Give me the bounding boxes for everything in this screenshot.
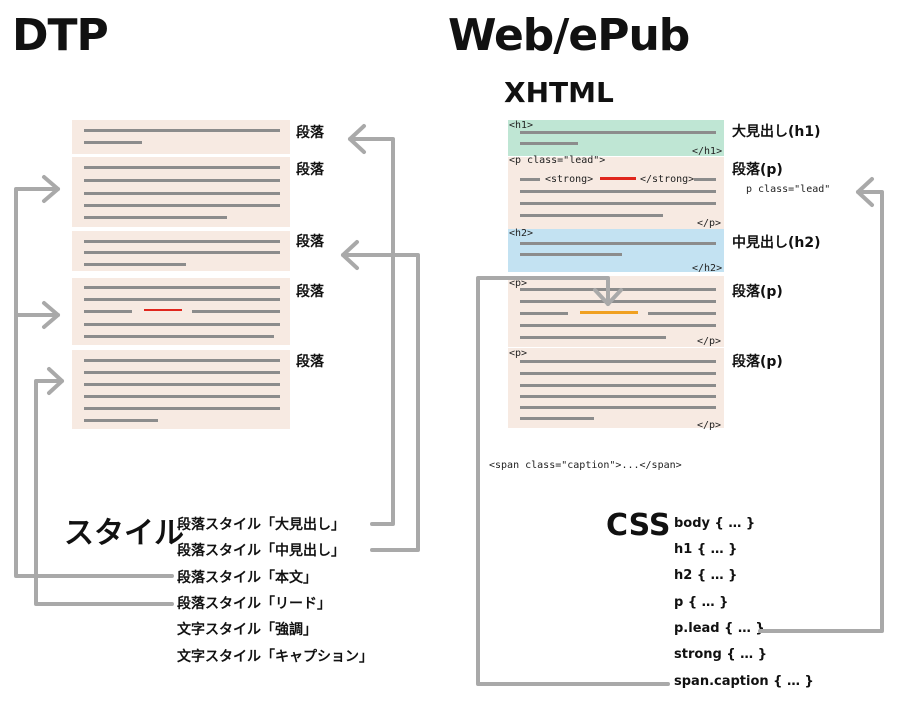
tag-h1-open: <h1>	[509, 120, 534, 131]
css-rule-strong: strong { … }	[674, 647, 767, 662]
style-item-caption: 文字スタイル「キャプション」	[177, 649, 373, 665]
dtp-heading: DTP	[12, 10, 109, 61]
css-rule-span-caption: span.caption { … }	[674, 674, 814, 689]
xhtml-p-lead-block	[508, 157, 724, 229]
xhtml-label-h1: 大見出し(h1)	[732, 124, 821, 140]
style-item-body: 段落スタイル「本文」	[177, 570, 317, 586]
dtp-paragraph-label: 段落	[296, 284, 324, 300]
xhtml-h1-block	[508, 120, 724, 156]
connector-arrow	[758, 190, 884, 633]
style-item-large-heading: 段落スタイル「大見出し」	[177, 517, 345, 533]
style-item-lead: 段落スタイル「リード」	[177, 596, 331, 612]
dtp-paragraph-label: 段落	[296, 125, 324, 141]
tag-strong-open: <strong>	[545, 174, 594, 185]
strong-mark	[600, 177, 636, 180]
xhtml-heading: XHTML	[504, 76, 614, 109]
xhtml-label-p: 段落(p)	[732, 354, 783, 370]
xhtml-p-block	[508, 276, 724, 347]
xhtml-h2-block	[508, 229, 724, 272]
css-rule-body: body { … }	[674, 516, 756, 531]
connector-arrow	[341, 253, 420, 552]
emphasis-mark	[144, 309, 182, 311]
tag-p-open: <p>	[509, 348, 528, 359]
web-epub-heading: Web/ePub	[448, 10, 690, 61]
tag-p-lead-open: <p class="lead">	[509, 155, 606, 166]
connector-arrow	[34, 379, 174, 606]
dtp-paragraph-label: 段落	[296, 354, 324, 370]
tag-span-caption: <span class="caption">...</span>	[489, 460, 682, 471]
tag-p-open: <p>	[509, 278, 528, 289]
arrowhead	[47, 367, 64, 395]
connector-arrow	[348, 137, 395, 526]
arrowhead	[348, 124, 366, 154]
connector-arrow	[14, 187, 174, 578]
tag-p-close: </p>	[697, 218, 722, 229]
tag-p-close: </p>	[697, 420, 722, 431]
css-heading: CSS	[606, 508, 671, 543]
css-rule-h1: h1 { … }	[674, 542, 738, 557]
dtp-paragraph-label: 段落	[296, 234, 324, 250]
style-item-mid-heading: 段落スタイル「中見出し」	[177, 543, 345, 559]
xhtml-label-p: 段落(p)	[732, 284, 783, 300]
arrowhead	[42, 301, 60, 329]
xhtml-label-h2: 中見出し(h2)	[732, 235, 821, 251]
xhtml-p-block	[508, 348, 724, 428]
lead-class-note: p class="lead"	[746, 184, 831, 195]
arrowhead	[856, 177, 874, 207]
arrowhead	[593, 288, 623, 306]
caption-mark	[580, 311, 638, 314]
style-item-emphasis: 文字スタイル「強調」	[177, 622, 317, 638]
tag-h2-close: </h2>	[692, 263, 723, 274]
style-heading: スタイル	[64, 516, 184, 551]
tag-p-close: </p>	[697, 336, 722, 347]
css-rule-p-lead: p.lead { … }	[674, 621, 765, 636]
xhtml-label-p-lead: 段落(p)	[732, 162, 783, 178]
arrowhead	[341, 240, 359, 270]
css-rule-h2: h2 { … }	[674, 568, 738, 583]
dtp-paragraph-label: 段落	[296, 162, 324, 178]
arrowhead	[42, 175, 60, 203]
tag-h2-open: <h2>	[509, 228, 534, 239]
tag-h1-close: </h1>	[692, 146, 723, 157]
css-rule-p: p { … }	[674, 595, 729, 610]
tag-strong-close: </strong>	[640, 174, 695, 185]
connector-arrow	[476, 276, 670, 686]
